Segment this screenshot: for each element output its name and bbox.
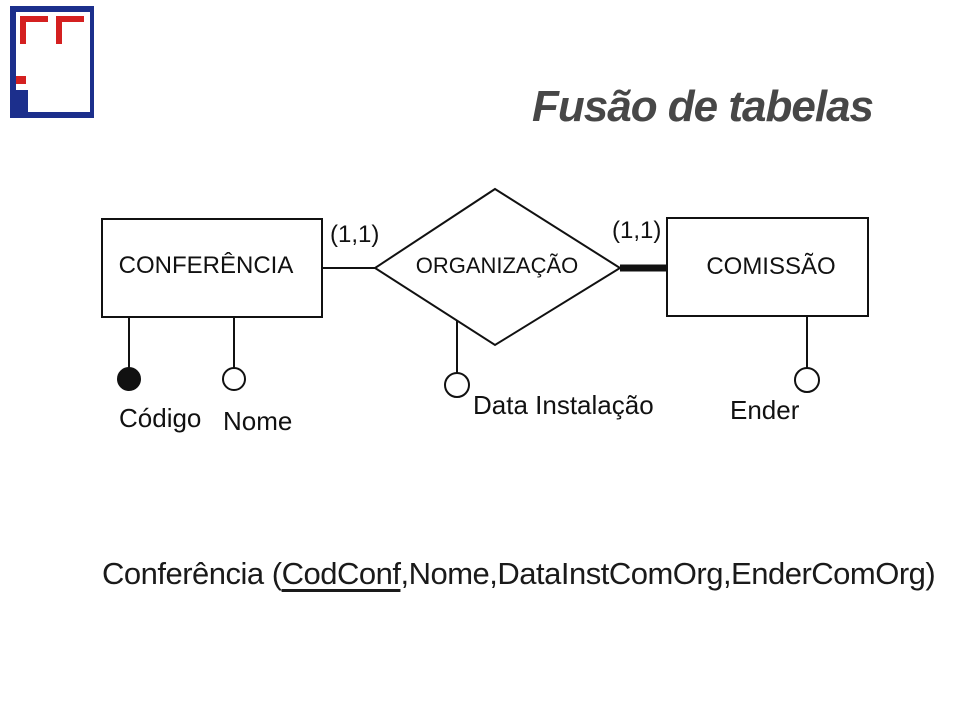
attribute-data-instalacao-marker: [444, 372, 470, 398]
entity-comissao-box: [666, 217, 869, 317]
relationship-organizacao-label: ORGANIZAÇÃO: [416, 253, 579, 278]
attribute-codigo-label: Código: [119, 403, 201, 433]
relation-columns: ,Nome,DataInstComOrg,EnderComOrg): [400, 556, 936, 591]
attribute-ender-label: Ender: [730, 395, 800, 425]
entity-comissao-label: COMISSÃO: [706, 253, 835, 280]
relation-open-paren: (: [263, 556, 282, 591]
relation-name: Conferência: [102, 556, 264, 591]
attribute-ender-marker: [794, 367, 820, 393]
relationship-organizacao-diamond: [373, 187, 622, 347]
attribute-nome-marker: [222, 367, 246, 391]
slide-title: Fusão de tabelas: [532, 82, 874, 131]
cardinality-left: (1,1): [330, 221, 379, 248]
entity-conferencia-box: [101, 218, 323, 318]
institution-logo: [10, 6, 94, 118]
cardinality-right: (1,1): [612, 217, 661, 244]
relation-schema: Conferência (CodConf,Nome,DataInstComOrg…: [102, 556, 936, 592]
relation-primary-key: CodConf: [281, 556, 401, 591]
entity-conferencia-label: CONFERÊNCIA: [119, 252, 294, 279]
attribute-data-instalacao-label: Data Instalação: [473, 390, 654, 420]
attribute-nome-label: Nome: [223, 406, 292, 436]
attribute-codigo-marker: [117, 367, 141, 391]
